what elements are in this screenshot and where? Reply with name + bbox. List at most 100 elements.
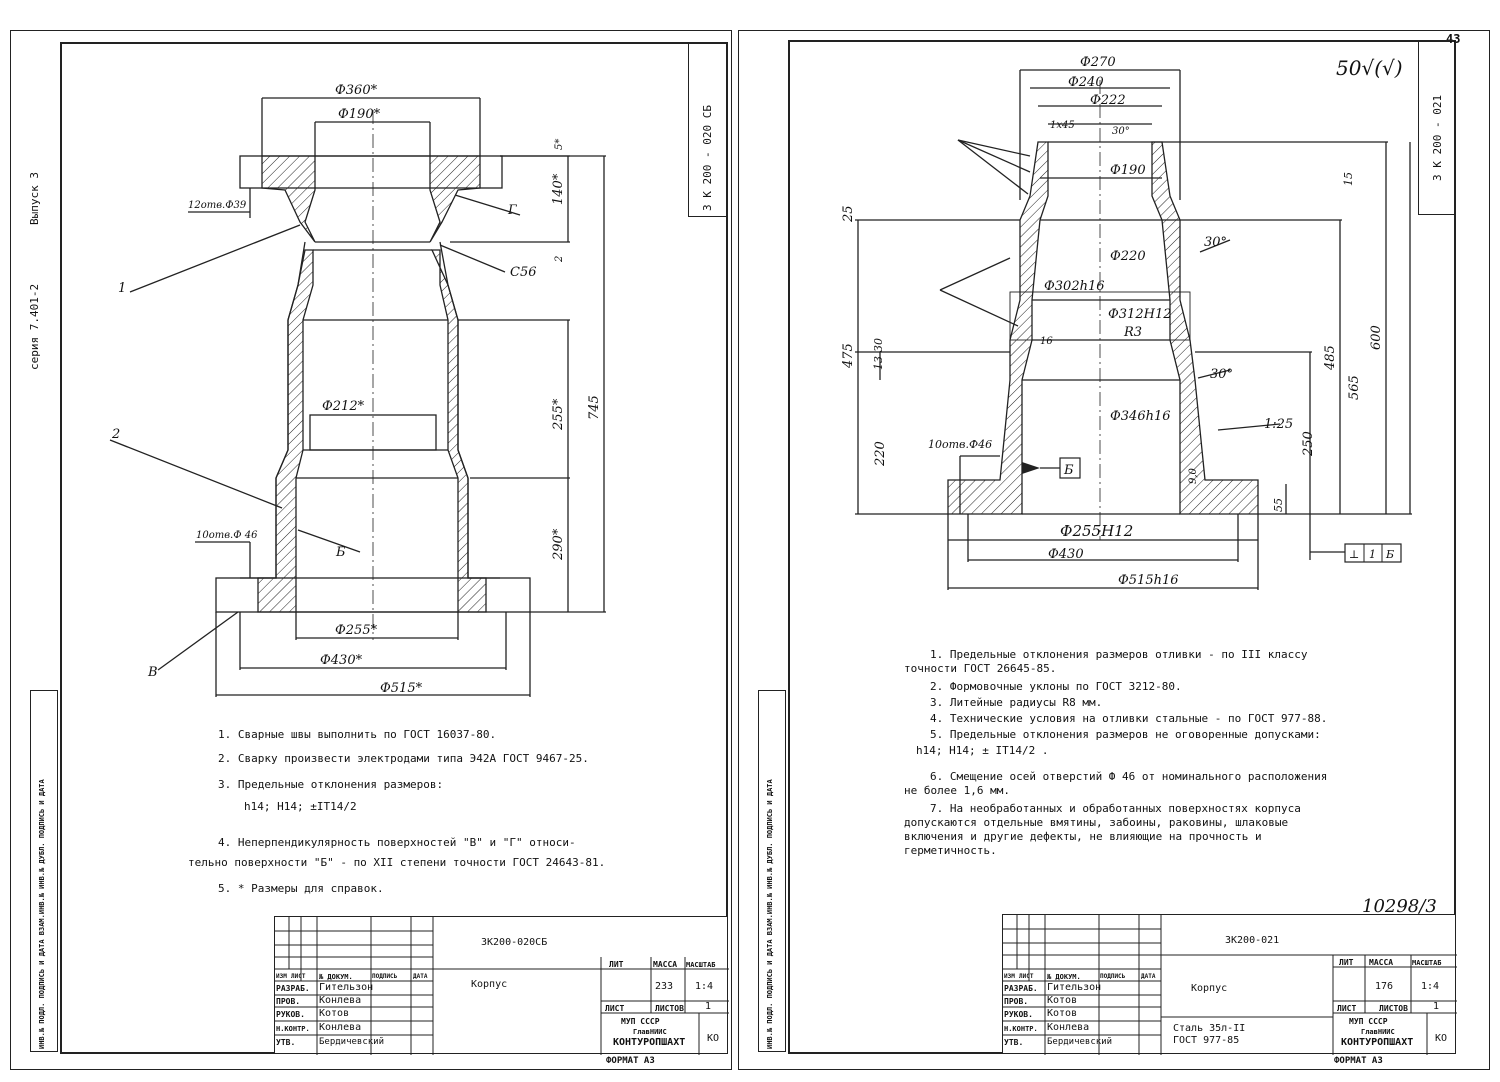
right-tb-col-list: ЛИСТ — [1019, 973, 1034, 980]
right-tb-name: Корпус — [1191, 983, 1228, 994]
right-dim-270: Ф270 — [1080, 55, 1116, 70]
right-v-600: 600 — [1369, 325, 1384, 350]
left-tb-col-date: ДАТА — [413, 973, 428, 980]
right-tb-col-sign: ПОДПИСЬ — [1100, 973, 1126, 980]
right-v-90: 9,0 — [1188, 467, 1199, 484]
left-leader-G: Г — [507, 203, 517, 218]
left-leader-2: 2 — [111, 427, 120, 442]
right-note-7: 6. Смещение осей отверстий Ф 46 от номин… — [930, 770, 1328, 783]
left-tb-org3: КОНТУРОПШАХТ — [613, 1037, 686, 1048]
right-note-8: не более 1,6 мм. — [904, 784, 1010, 797]
right-dim-222: Ф222 — [1090, 93, 1126, 108]
left-tb-role-2: РУКОВ. — [276, 1010, 305, 1019]
right-tb-org3: КОНТУРОПШАХТ — [1341, 1037, 1414, 1048]
right-note-5: 5. Предельные отклонения размеров не ого… — [930, 728, 1321, 741]
right-tb-scale: 1:4 — [1421, 981, 1440, 992]
left-margin-stamp-text: ИНВ.№ ПОДЛ. ПОДПИСЬ И ДАТА ВЗАМ.ИНВ.№ ИН… — [38, 779, 46, 1049]
right-note-4: 4. Технические условия на отливки стальн… — [930, 712, 1328, 725]
right-tb-material1: Сталь 35л-II — [1173, 1023, 1246, 1034]
right-dim-190: Ф190 — [1110, 163, 1146, 178]
right-tb-head-lit: ЛИТ — [1339, 958, 1354, 967]
left-tb-scale: 1:4 — [695, 981, 714, 992]
right-tb-name-1: Котов — [1047, 995, 1078, 1006]
right-tb-col-date: ДАТА — [1141, 973, 1156, 980]
left-note-3b: h14; Н14; ±IT14/2 — [244, 800, 357, 813]
left-sheet — [10, 30, 732, 1070]
left-tb-name-3: Конлева — [319, 1022, 362, 1033]
right-note-6: h14; Н14; ± IT14/2 . — [916, 744, 1049, 757]
right-note-0: 1. Предельные отклонения размеров отливк… — [930, 648, 1308, 661]
right-chamfer: 1х45 — [1050, 120, 1075, 131]
left-note-2: 2. Сварку произвести электродами типа Э4… — [218, 752, 589, 765]
right-v-30: 30 — [872, 338, 885, 352]
right-base-b: Б — [1063, 463, 1074, 478]
left-tb-org2: ГлавНИИС — [633, 1028, 667, 1036]
right-drawing: Ф270 Ф240 Ф222 Ф190 Ф220 Ф302h16 Ф312Н12… — [841, 55, 1412, 590]
right-v-250: 250 — [1301, 431, 1316, 457]
right-tb-sheet: ЛИСТ — [1337, 1004, 1357, 1013]
left-tb-col-izm: ИЗМ — [276, 973, 287, 980]
right-v-475: 475 — [841, 343, 856, 369]
left-note-4: 4. Неперпендикулярность поверхностей "В"… — [218, 836, 576, 849]
left-tb-org1: МУП СССР — [621, 1017, 660, 1026]
right-v-13: 13 — [872, 356, 885, 370]
left-dim-360: Ф360* — [335, 83, 378, 98]
left-dim-745: 745 — [587, 395, 602, 420]
right-tb-mass: 176 — [1375, 981, 1394, 992]
left-dim-212: Ф212* — [322, 399, 365, 414]
left-title-block: 3К200-020СБ Корпус ЛИТ МАССА МАСШТАБ 233… — [274, 916, 729, 1055]
right-r3: R3 — [1123, 325, 1142, 340]
right-v-15: 15 — [1342, 172, 1355, 186]
left-tb-name: Корпус — [471, 979, 508, 990]
right-dim-255: Ф255Н12 — [1060, 522, 1133, 540]
right-tb-role-4: УТВ. — [1004, 1038, 1024, 1047]
right-tb-org1: МУП СССР — [1349, 1017, 1388, 1026]
left-dim-515: Ф515* — [380, 681, 423, 696]
left-tb-role-3: Н.КОНТР. — [276, 1025, 310, 1033]
left-holes-top: 12отв.Ф39 — [188, 200, 247, 211]
left-leader-B: В — [147, 665, 158, 680]
right-dim-430: Ф430 — [1048, 547, 1084, 562]
right-note-11: включения и другие дефекты, не влияющие … — [904, 830, 1262, 843]
right-v-16: 16 — [1040, 336, 1053, 347]
left-tb-role-1: ПРОВ. — [276, 997, 301, 1006]
right-note-3: 3. Литейные радиусы R8 мм. — [930, 696, 1103, 709]
left-dim-255: Ф255* — [335, 623, 378, 638]
left-tb-name-1: Конлева — [319, 995, 362, 1006]
right-note-1: точности ГОСТ 26645-85. — [904, 662, 1057, 675]
right-note-10: допускаются отдельные вмятины, забоины, … — [904, 816, 1289, 829]
right-tb-role-3: Н.КОНТР. — [1004, 1025, 1038, 1033]
right-dim-240: Ф240 — [1068, 75, 1104, 90]
left-tb-sheet: ЛИСТ — [605, 1004, 625, 1013]
left-code-box: 3 К 200 - 020 СБ — [688, 42, 728, 217]
left-note-3: 3. Предельные отклонения размеров: — [218, 778, 444, 791]
left-tb-col-doc: № ДОКУМ. — [319, 973, 353, 981]
left-tb-head-lit: ЛИТ — [609, 960, 624, 969]
right-tb-grid — [1003, 915, 1457, 1055]
left-dim-190: Ф190* — [338, 107, 381, 122]
right-tol-base: Б — [1385, 548, 1394, 561]
right-v-25: 25 — [841, 205, 856, 223]
left-tb-name-4: Бердичевский — [319, 1037, 385, 1047]
left-dim-255v: 255* — [551, 398, 566, 431]
right-note-2: 2. Формовочные уклоны по ГОСТ 3212-80. — [930, 680, 1182, 693]
right-v-565: 565 — [1347, 375, 1362, 400]
right-note-9: 7. На необработанных и обработанных пове… — [930, 802, 1301, 815]
left-note-1: 1. Сварные швы выполнить по ГОСТ 16037-8… — [218, 728, 497, 741]
right-tb-name-4: Бердичевский — [1047, 1037, 1113, 1047]
right-sheet — [738, 30, 1490, 1070]
left-tb-org-code: КО — [707, 1033, 720, 1044]
right-angle-30b: 30° — [1204, 235, 1227, 250]
right-code-box: 3 К 200 - 021 — [1418, 40, 1456, 215]
right-taper: 1:25 — [1264, 417, 1293, 432]
right-dim-302: Ф302h16 — [1044, 279, 1105, 294]
left-margin-stamp: ИНВ.№ ПОДЛ. ПОДПИСЬ И ДАТА ВЗАМ.ИНВ.№ ИН… — [30, 690, 58, 1052]
left-tb-code: 3К200-020СБ — [481, 937, 548, 948]
left-tb-role-4: УТВ. — [276, 1038, 296, 1047]
left-note-5: 5. * Размеры для справок. — [218, 882, 384, 895]
right-tol-perp: ⊥ — [1349, 548, 1359, 561]
right-tb-name-2: Котов — [1047, 1008, 1078, 1019]
left-tb-col-list: ЛИСТ — [291, 973, 306, 980]
left-tb-role-0: РАЗРАБ. — [276, 984, 310, 993]
right-tb-sheets: ЛИСТОВ — [1379, 1004, 1408, 1013]
